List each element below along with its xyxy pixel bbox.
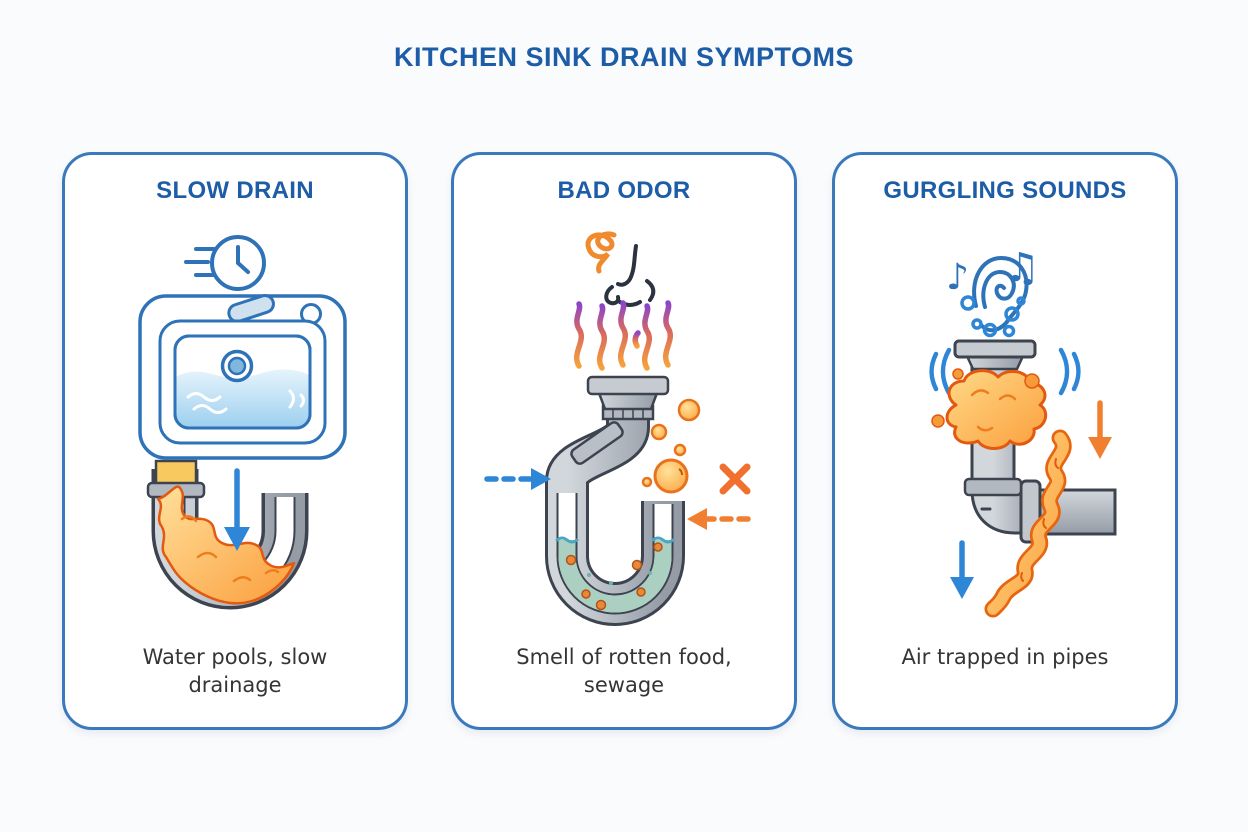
svg-text:♪: ♪ (946, 257, 969, 298)
down-arrow-icon (224, 468, 250, 551)
drain-pipe-icon (545, 375, 685, 626)
card-slow-drain-title: SLOW DRAIN (156, 177, 314, 204)
card-gurgling-sounds-caption: Air trapped in pipes (901, 645, 1109, 669)
blocked-x-icon (719, 463, 751, 495)
music-note-icon: ♪ (946, 257, 969, 298)
page-title: KITCHEN SINK DRAIN SYMPTOMS (393, 42, 855, 72)
goo-squiggle-icon (984, 429, 1072, 618)
slow-drain-illustration (138, 235, 347, 610)
card-gurgling-sounds: GURGLING SOUNDS ♪ ♫ (832, 152, 1178, 730)
down-arrow-blue-icon (950, 540, 974, 599)
odor-bubbles-icon (641, 398, 701, 494)
card-bad-odor-title: BAD ODOR (557, 177, 691, 204)
bad-odor-illustration (484, 231, 751, 626)
card-bad-odor-caption: Smell of rotten food, sewage (516, 645, 732, 697)
odor-squiggle-icon (585, 231, 617, 274)
sink-top-view-icon (138, 293, 347, 460)
speed-clock-icon (184, 235, 266, 291)
ear-icon (972, 255, 1029, 333)
trap-water-icon (555, 536, 675, 613)
clog-blob-icon (931, 368, 1048, 450)
clogged-u-trap-icon (146, 459, 309, 610)
faucet-handle-icon (227, 293, 275, 323)
card-slow-drain: SLOW DRAIN (62, 152, 408, 730)
nose-icon (604, 244, 656, 307)
stink-waves-icon (574, 300, 673, 371)
pooled-water (175, 369, 310, 428)
card-gurgling-sounds-title: GURGLING SOUNDS (883, 177, 1127, 204)
card-slow-drain-caption: Water pools, slow drainage (142, 645, 328, 697)
backflow-arrow-icon (687, 508, 751, 530)
card-bad-odor: BAD ODOR (451, 152, 797, 730)
sound-waves-icon (929, 347, 1081, 396)
airflow-in-arrow-icon (484, 468, 551, 490)
gurgling-sounds-illustration: ♪ ♫ (929, 245, 1117, 618)
down-arrow-orange-icon (1088, 400, 1112, 459)
